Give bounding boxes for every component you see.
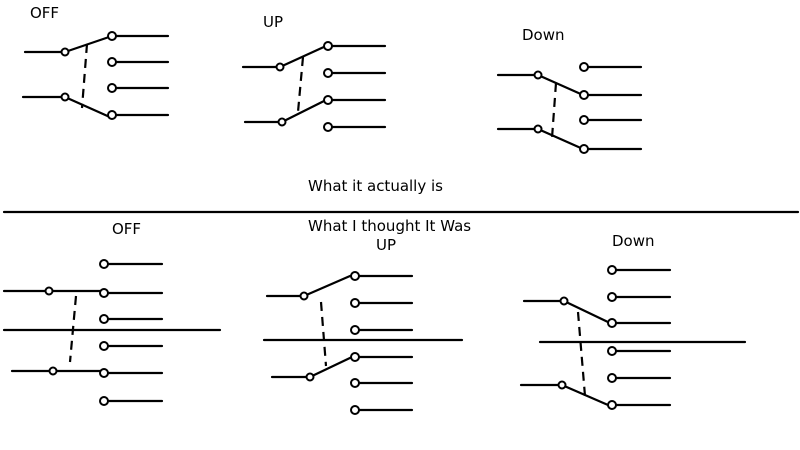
- bottom-down-label: Down: [612, 232, 655, 250]
- top-down-switch: Down: [496, 26, 643, 154]
- top-up-switch: UP: [241, 13, 387, 132]
- bottom-off-label: OFF: [112, 220, 141, 238]
- top-up-label: UP: [263, 13, 283, 31]
- bottom-off-switch: OFF: [2, 220, 222, 406]
- top-off-label: OFF: [30, 4, 59, 22]
- bottom-down-switch: Down: [519, 232, 747, 410]
- actual-caption: What it actually is: [308, 177, 443, 195]
- bottom-up-switch: UP: [262, 236, 464, 415]
- top-down-label: Down: [522, 26, 565, 44]
- top-off-switch: OFF: [21, 4, 170, 120]
- bottom-up-label: UP: [376, 236, 396, 254]
- thought-caption: What I thought It Was: [308, 217, 471, 235]
